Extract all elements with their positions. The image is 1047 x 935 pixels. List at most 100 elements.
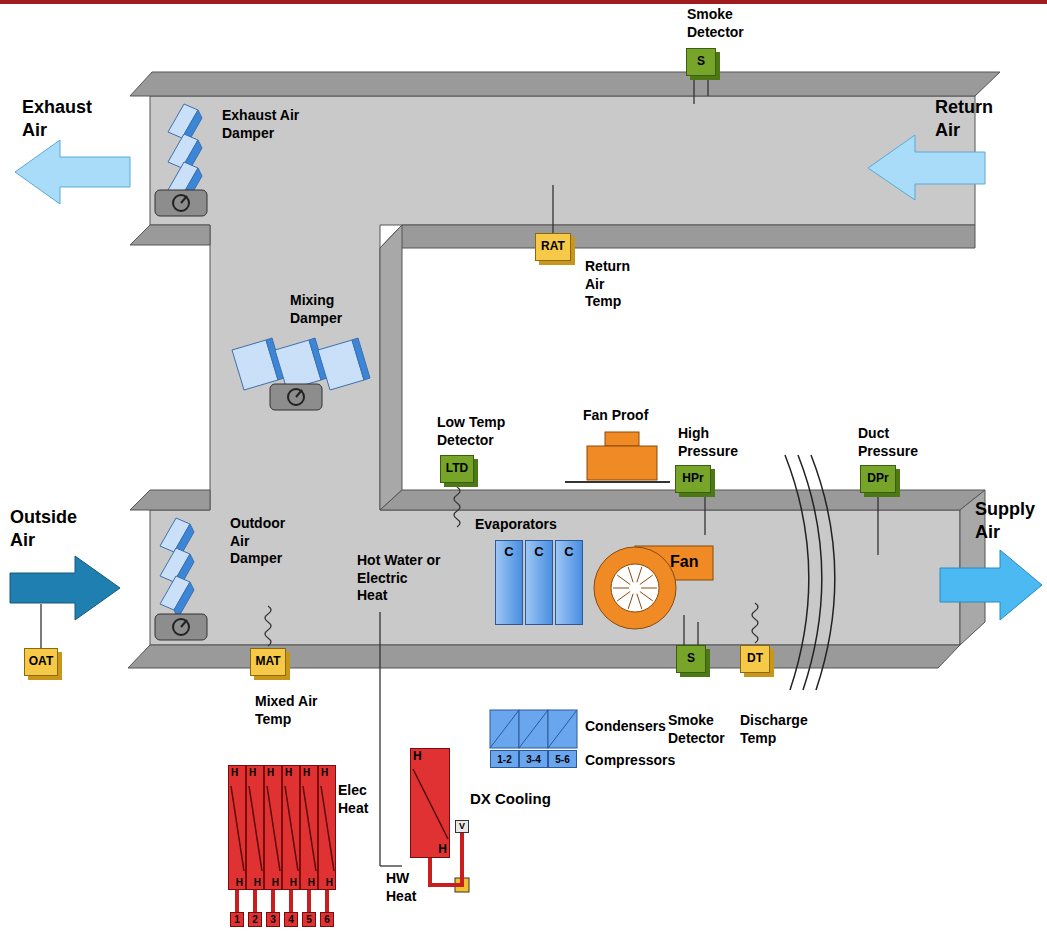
node-text: V <box>459 822 465 832</box>
node-text: C <box>564 545 573 559</box>
break-mark <box>785 455 809 690</box>
leader-line <box>379 612 380 866</box>
fan-blade <box>617 575 630 584</box>
node-text: Fan <box>670 553 698 571</box>
airflow-arrow <box>10 556 120 620</box>
part-label: Exhaust Air <box>22 96 92 141</box>
part-label: Low Temp Detector <box>437 414 522 449</box>
heater-element <box>301 766 319 891</box>
part-label: Return Air <box>935 96 993 141</box>
sensor-probe <box>693 80 694 104</box>
node-text: 1 <box>234 914 240 925</box>
part-label: High Pressure <box>678 425 738 460</box>
electric-heater: HH <box>264 765 282 890</box>
heater-element <box>413 769 448 839</box>
node-text: HPr <box>682 472 703 485</box>
node-text: 6 <box>324 914 330 925</box>
node-text: H <box>438 843 447 856</box>
damper <box>155 104 370 640</box>
node-text: 4 <box>288 914 294 925</box>
condenser-coil <box>490 710 577 748</box>
duct <box>128 72 1000 668</box>
node-text: H <box>249 767 256 778</box>
fan-proof-switch <box>565 432 670 482</box>
part-label: Hot Water or Electric Heat <box>357 552 441 605</box>
node-text: OAT <box>29 655 53 668</box>
break-mark <box>785 455 835 690</box>
node-text: H <box>231 767 238 778</box>
duct <box>130 225 210 245</box>
sensor-probe <box>265 606 271 646</box>
fan-blade <box>640 592 653 601</box>
fan-blade <box>637 567 642 582</box>
sensor-probe <box>41 80 878 648</box>
condenser-coil <box>490 710 519 748</box>
part-label: Duct Pressure <box>858 425 918 460</box>
node-text: H <box>285 767 292 778</box>
part-label: Discharge Temp <box>740 712 808 747</box>
sensor-box: RAT <box>535 233 571 261</box>
sensor-probe <box>552 185 553 233</box>
compressor-box: 3-4 <box>519 750 548 768</box>
heater-element <box>321 786 334 871</box>
duct <box>130 72 1000 96</box>
sensor-box: OAT <box>24 648 58 676</box>
sensor-probe <box>707 80 708 96</box>
sensor-box: DT <box>740 645 770 673</box>
node-text: 3 <box>270 914 276 925</box>
node-text: DT <box>747 652 763 665</box>
evaporator-coil: C <box>525 540 553 625</box>
heater-element <box>247 766 265 891</box>
heater-stage-number: 2 <box>248 912 262 927</box>
electric-heater: HH <box>300 765 318 890</box>
compressor-box: 5-6 <box>548 750 577 768</box>
node-text: H <box>290 877 297 888</box>
condenser-coil <box>548 710 577 748</box>
fan-blade <box>628 567 633 582</box>
sensor-box: DPr <box>860 465 896 493</box>
heater-stage-number: 4 <box>284 912 298 927</box>
node-text: H <box>236 877 243 888</box>
fan-proof-switch <box>587 446 657 480</box>
pipe-connector <box>271 890 275 912</box>
compressor-box: 1-2 <box>490 750 519 768</box>
fan-proof-switch <box>605 432 639 446</box>
fan-blade <box>617 592 630 601</box>
fan-blade <box>640 575 653 584</box>
duct <box>380 225 402 510</box>
heater-stage-number: 6 <box>320 912 334 927</box>
damper <box>275 338 327 390</box>
leader-line <box>380 612 402 866</box>
part-label: Elec Heat <box>338 782 368 817</box>
leader-line <box>380 865 402 866</box>
part-label: Mixing Damper <box>290 292 342 327</box>
part-label: Evaporators <box>475 516 557 534</box>
node-text: C <box>534 545 543 559</box>
electric-heater: HH <box>246 765 264 890</box>
part-label: Return Air Temp <box>585 258 630 311</box>
part-label: Supply Air <box>975 498 1035 543</box>
duct <box>380 225 975 248</box>
part-label: Fan Proof <box>583 407 648 425</box>
top-bar <box>0 0 1047 4</box>
fan-blade <box>613 588 629 589</box>
node-text: 3-4 <box>526 754 540 765</box>
heater-element <box>249 786 262 871</box>
sensor-box: LTD <box>440 455 474 483</box>
pipe-connector <box>289 890 293 912</box>
sensor-box: HPr <box>675 465 711 493</box>
electric-heater: HH <box>282 765 300 890</box>
part-label: Smoke Detector <box>687 6 744 41</box>
sensor-box: S <box>686 48 716 76</box>
sensor-probe <box>704 497 705 535</box>
break-mark <box>798 455 822 690</box>
heater-stage-number: 1 <box>230 912 244 927</box>
heater-element <box>267 786 280 871</box>
part-label: DX Cooling <box>470 790 551 809</box>
sensor-probe <box>454 487 460 527</box>
part-label: Exhaust Air Damper <box>222 107 322 142</box>
heater-element <box>283 766 301 891</box>
electric-heater: HH <box>318 765 336 890</box>
node-text: RAT <box>541 240 565 253</box>
